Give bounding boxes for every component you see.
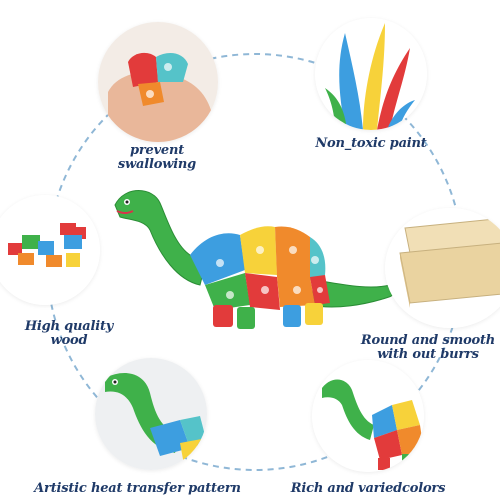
feature-label-quality: High quality wood [24,319,114,348]
feature-label-smooth: Round and smooth with out burrs [360,333,496,362]
feature-label-paint: Non_toxic paint [315,136,427,151]
feature-label-prevent: prevent swallowing [117,143,197,172]
dino-puzzle-closeup-icon [312,360,424,472]
wood-planks-icon [385,208,500,328]
wooden-pieces-icon [0,195,100,305]
feature-label-artistic: Artistic heat transfer pattern [34,481,241,496]
dinosaur-puzzle-image [114,190,396,329]
hand-holding-puzzle-icon [98,22,218,142]
dino-neck-closeup-icon [95,358,207,470]
paint-splash-icon [315,18,427,130]
feature-label-rich: Rich and variedcolors [290,481,446,496]
